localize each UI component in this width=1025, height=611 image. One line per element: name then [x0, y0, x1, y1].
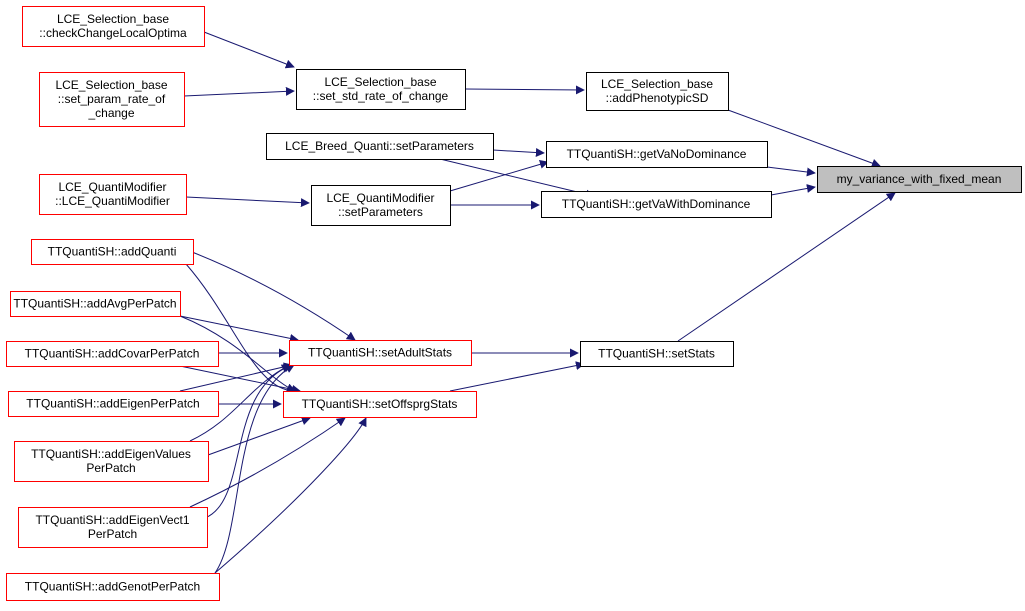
node-label: LCE_QuantiModifier [58, 180, 166, 194]
edge-addpheno-to-myvar [727, 109, 881, 168]
node-setstats[interactable]: TTQuantiSH::setStats [580, 341, 734, 367]
edge-setoff-to-setstats [449, 361, 585, 392]
edge-addquanti-to-setoff [185, 263, 297, 396]
node-label: PerPatch [88, 527, 137, 541]
edge-addcovar-to-setoff [179, 365, 301, 394]
edge-addavg-to-setoff [179, 315, 296, 392]
node-label: TTQuantiSH::addAvgPerPatch [13, 297, 176, 311]
node-box [817, 166, 1022, 193]
edge-getvano-to-myvar [766, 166, 816, 177]
node-label: LCE_Breed_Quanti::setParameters [285, 139, 474, 153]
node-box [39, 72, 185, 127]
node-setparam[interactable]: LCE_Selection_base::set_param_rate_of_ch… [39, 72, 185, 127]
node-label: my_variance_with_fixed_mean [837, 172, 1002, 186]
node-box [39, 174, 187, 215]
node-label: TTQuantiSH::addGenotPerPatch [25, 580, 200, 594]
edge-setparam-to-setstd [183, 86, 295, 97]
node-setadult[interactable]: TTQuantiSH::setAdultStats [289, 340, 472, 366]
edge-breed-to-getvawith [439, 158, 595, 199]
node-qmod_set[interactable]: LCE_QuantiModifier::setParameters [311, 185, 451, 226]
node-box [296, 69, 466, 110]
node-label: TTQuantiSH::setStats [598, 347, 715, 361]
node-box [6, 341, 219, 367]
node-addquanti[interactable]: TTQuantiSH::addQuanti [31, 239, 194, 265]
node-label: LCE_Selection_base [324, 75, 436, 89]
node-addpheno[interactable]: LCE_Selection_base::addPhenotypicSD [586, 72, 729, 111]
node-label: ::checkChangeLocalOptima [39, 26, 187, 40]
node-label: TTQuantiSH::addCovarPerPatch [25, 347, 200, 361]
node-box [14, 441, 209, 482]
node-label: ::LCE_QuantiModifier [55, 194, 170, 208]
node-box [31, 239, 194, 265]
node-label: LCE_Selection_base [601, 77, 713, 91]
node-box [289, 340, 472, 366]
node-myvar[interactable]: my_variance_with_fixed_mean [817, 166, 1022, 193]
node-box [580, 341, 734, 367]
node-label: TTQuantiSH::addEigenPerPatch [26, 397, 199, 411]
node-box [8, 391, 219, 417]
node-qmod_ctor[interactable]: LCE_QuantiModifier::LCE_QuantiModifier [39, 174, 187, 215]
node-box [22, 6, 205, 47]
node-addgenot[interactable]: TTQuantiSH::addGenotPerPatch [6, 573, 220, 601]
node-label: TTQuantiSH::getVaNoDominance [567, 147, 747, 161]
node-getvano[interactable]: TTQuantiSH::getVaNoDominance [546, 141, 768, 168]
edge-breed-to-getvano [492, 148, 545, 158]
node-label: _change [87, 106, 134, 120]
node-label: ::set_param_rate_of [58, 92, 166, 106]
edge-setstd-to-addpheno [464, 85, 585, 95]
node-label: TTQuantiSH::addQuanti [48, 245, 177, 259]
node-box [6, 573, 220, 601]
node-box [311, 185, 451, 226]
node-label: TTQuantiSH::addEigenValues [31, 447, 191, 461]
node-getvawith[interactable]: TTQuantiSH::getVaWithDominance [541, 191, 772, 218]
edge-setstats-to-myvar [677, 192, 896, 342]
node-box [586, 72, 729, 111]
node-setstd[interactable]: LCE_Selection_base::set_std_rate_of_chan… [296, 69, 466, 110]
node-box [18, 507, 208, 548]
node-label: TTQuantiSH::setAdultStats [308, 346, 452, 360]
edge-getvawith-to-myvar [770, 184, 816, 196]
node-box [541, 191, 772, 218]
node-label: TTQuantiSH::getVaWithDominance [562, 197, 751, 211]
node-label: LCE_QuantiModifier [326, 191, 434, 205]
edge-addeigen-to-setadult [179, 362, 293, 392]
node-addeigen[interactable]: TTQuantiSH::addEigenPerPatch [8, 391, 219, 417]
node-box [266, 133, 494, 160]
edge-addquanti-to-setadult [191, 251, 356, 341]
node-label: PerPatch [86, 461, 135, 475]
node-label: TTQuantiSH::setOffsprgStats [302, 397, 458, 411]
node-label: LCE_Selection_base [57, 12, 169, 26]
node-breed[interactable]: LCE_Breed_Quanti::setParameters [266, 133, 494, 160]
node-box [10, 291, 181, 317]
node-label: LCE_Selection_base [55, 78, 167, 92]
node-label: ::set_std_rate_of_change [313, 89, 449, 103]
edge-addgenot-to-setadult [214, 364, 295, 574]
node-addcovar[interactable]: TTQuantiSH::addCovarPerPatch [6, 341, 219, 367]
edge-qmod_set-to-getvano [449, 159, 549, 192]
edge-addeigenvect-to-setoff [189, 417, 346, 508]
node-label: ::addPhenotypicSD [606, 91, 709, 105]
node-box [283, 391, 477, 418]
node-box [546, 141, 768, 168]
node-setoff[interactable]: TTQuantiSH::setOffsprgStats [283, 391, 477, 418]
node-label: ::setParameters [338, 205, 423, 219]
edge-addgenot-to-setoff [214, 417, 367, 574]
node-addavg[interactable]: TTQuantiSH::addAvgPerPatch [10, 291, 181, 317]
edge-qmod_ctor-to-qmod_set [185, 196, 310, 208]
edges-layer [179, 31, 896, 574]
edge-addeigenval-to-setoff [207, 416, 311, 456]
edge-check-to-setstd [203, 31, 295, 69]
edge-addavg-to-setadult [179, 315, 299, 343]
nodes-layer: LCE_Selection_base::checkChangeLocalOpti… [6, 6, 1022, 601]
edge-addeigenvect-to-setadult [204, 363, 293, 519]
node-check[interactable]: LCE_Selection_base::checkChangeLocalOpti… [22, 6, 205, 47]
node-label: TTQuantiSH::addEigenVect1 [35, 513, 189, 527]
